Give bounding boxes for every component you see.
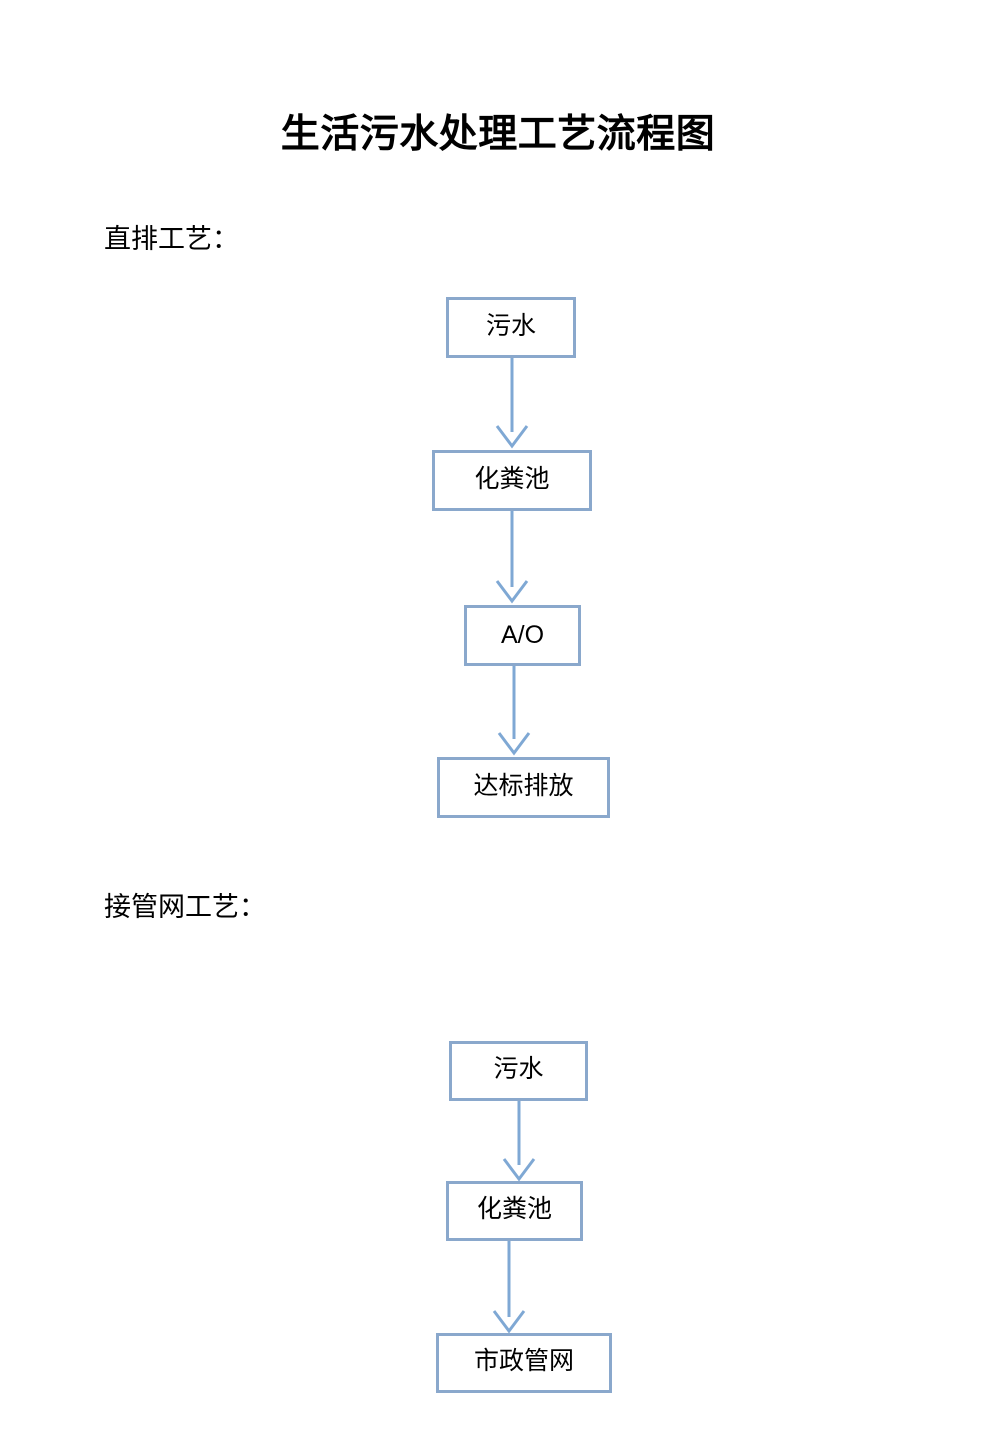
flow-node-septic-tank-2[interactable]: 化粪池 [446,1181,583,1241]
flow-node-label: A/O [500,620,545,649]
flow-arrow-down-1-2 [495,511,529,604]
flow-node-label: 化粪池 [474,465,550,493]
section-label-direct-discharge: 直排工艺： [104,224,239,254]
flow-arrow-down-1-3 [497,666,531,756]
flow-node-label: 市政管网 [473,1348,574,1375]
flow-node-compliant-discharge[interactable]: 达标排放 [437,757,610,818]
flow-node-sewage-2[interactable]: 污水 [449,1041,588,1101]
section-label-pipe-network: 接管网工艺： [104,892,266,922]
flow-node-ao-process[interactable]: A/O [464,605,581,666]
flow-arrow-down-2-1 [502,1101,536,1182]
flow-node-sewage-1[interactable]: 污水 [446,297,576,358]
page-title: 生活污水处理工艺流程图 [280,113,716,156]
flow-node-municipal-pipe-network[interactable]: 市政管网 [436,1333,612,1393]
flow-node-septic-tank-1[interactable]: 化粪池 [432,450,592,511]
flow-node-label: 达标排放 [473,772,574,800]
flow-node-label: 污水 [485,312,536,340]
flow-arrow-down-2-2 [492,1241,526,1334]
flow-node-label: 污水 [493,1056,544,1083]
flow-node-label: 化粪池 [476,1196,552,1223]
flow-arrow-down-1-1 [495,358,529,449]
